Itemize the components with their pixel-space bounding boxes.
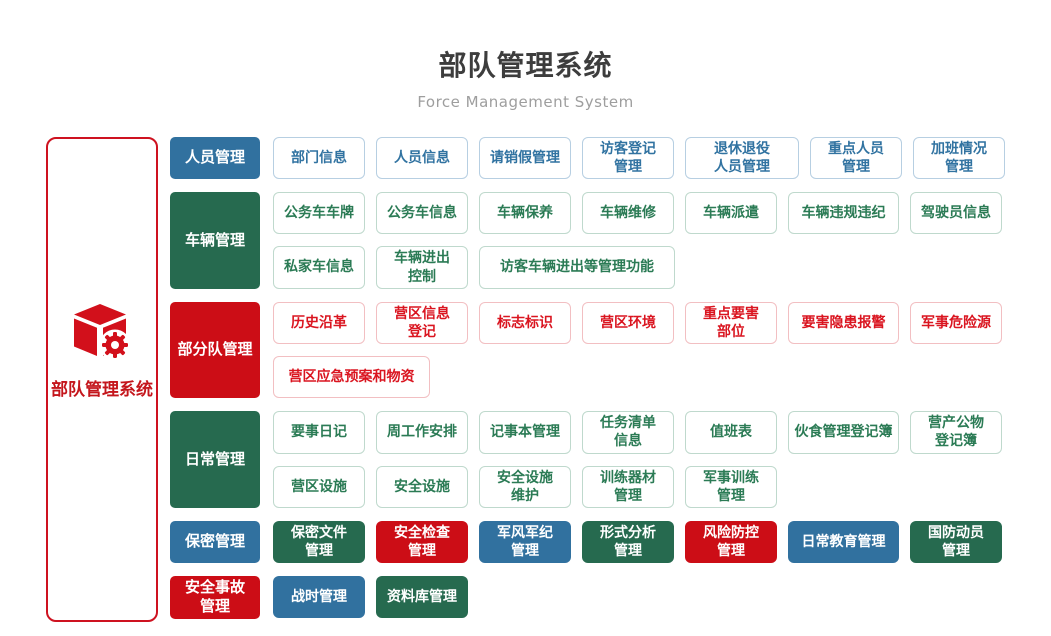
vehicle-row-1: 公务车车牌 公务车信息 车辆保养 车辆维修 车辆派遣 车辆违规违纪 驾驶员信息 (273, 192, 1051, 235)
module-item[interactable]: 国防动员 管理 (910, 520, 1002, 563)
group-daily: 日常管理 要事日记 周工作安排 记事本管理 任务清单 信息 值班表 伙食管理登记… (170, 411, 1051, 508)
module-item[interactable]: 记事本管理 (479, 411, 571, 454)
module-item[interactable]: 风险防控 管理 (685, 520, 777, 563)
module-item[interactable]: 营产公物 登记簿 (910, 411, 1002, 454)
module-item[interactable]: 公务车信息 (376, 192, 468, 235)
daily-row-1: 要事日记 周工作安排 记事本管理 任务清单 信息 值班表 伙食管理登记簿 营产公… (273, 411, 1051, 454)
module-item[interactable]: 营区应急预案和物资 (273, 356, 430, 399)
category-subunit[interactable]: 部分队管理 (170, 301, 260, 399)
module-item[interactable]: 形式分析 管理 (582, 520, 674, 563)
diagram-body: 部队管理系统 人员管理 部门信息 人员信息 请销假管理 访客登记 管理 退休退役… (0, 111, 1051, 622)
root-inner: 部队管理系统 (51, 303, 153, 400)
cube-gear-icon (69, 303, 135, 365)
module-item[interactable]: 安全检查 管理 (376, 520, 468, 563)
group-vehicle: 车辆管理 公务车车牌 公务车信息 车辆保养 车辆维修 车辆派遣 车辆违规违纪 驾… (170, 192, 1051, 289)
module-item[interactable]: 战时管理 (273, 575, 365, 618)
module-item[interactable]: 要害隐患报警 (788, 301, 899, 345)
module-item[interactable]: 访客登记 管理 (582, 137, 674, 180)
category-vehicle[interactable]: 车辆管理 (170, 192, 260, 289)
group-secrecy: 保密管理 保密文件 管理 安全检查 管理 军风军纪 管理 形式分析 管理 风险防… (170, 520, 1051, 563)
group-subunit: 部分队管理 历史沿革 营区信息 登记 标志标识 营区环境 重点要害 部位 要害隐… (170, 301, 1051, 399)
page-subtitle: Force Management System (417, 93, 634, 111)
personnel-row: 部门信息 人员信息 请销假管理 访客登记 管理 退休退役 人员管理 重点人员 管… (273, 137, 1051, 180)
page-header: 部队管理系统 Force Management System (0, 0, 1051, 111)
module-item[interactable]: 任务清单 信息 (582, 411, 674, 454)
module-item[interactable]: 退休退役 人员管理 (685, 137, 799, 180)
module-item[interactable]: 营区环境 (582, 301, 674, 345)
vehicle-row-2: 私家车信息 车辆进出 控制 访客车辆进出等管理功能 (273, 246, 1051, 289)
module-item[interactable]: 重点人员 管理 (810, 137, 902, 180)
module-item[interactable]: 历史沿革 (273, 301, 365, 345)
module-item[interactable]: 保密文件 管理 (273, 520, 365, 563)
subunit-row-2: 营区应急预案和物资 (273, 356, 1051, 399)
module-item[interactable]: 重点要害 部位 (685, 301, 777, 345)
module-item[interactable]: 驾驶员信息 (910, 192, 1002, 235)
module-item[interactable]: 伙食管理登记簿 (788, 411, 899, 454)
page-title: 部队管理系统 (438, 49, 613, 82)
module-item[interactable]: 值班表 (685, 411, 777, 454)
module-item[interactable]: 日常教育管理 (788, 520, 899, 563)
module-item[interactable]: 人员信息 (376, 137, 468, 180)
module-item[interactable]: 周工作安排 (376, 411, 468, 454)
module-item[interactable]: 车辆派遣 (685, 192, 777, 235)
module-item[interactable]: 车辆进出 控制 (376, 246, 468, 289)
subunit-row-1: 历史沿革 营区信息 登记 标志标识 营区环境 重点要害 部位 要害隐患报警 军事… (273, 301, 1051, 345)
module-item[interactable]: 资料库管理 (376, 575, 468, 618)
category-personnel[interactable]: 人员管理 (170, 137, 260, 180)
root-system-label: 部队管理系统 (51, 380, 153, 400)
module-item[interactable]: 营区设施 (273, 465, 365, 508)
module-item[interactable]: 车辆维修 (582, 192, 674, 235)
module-item[interactable]: 要事日记 (273, 411, 365, 454)
module-item[interactable]: 军事危险源 (910, 301, 1002, 345)
module-item[interactable]: 安全设施 维护 (479, 465, 571, 508)
module-item[interactable]: 请销假管理 (479, 137, 571, 180)
module-item[interactable]: 车辆违规违纪 (788, 192, 899, 235)
module-item[interactable]: 车辆保养 (479, 192, 571, 235)
group-personnel: 人员管理 部门信息 人员信息 请销假管理 访客登记 管理 退休退役 人员管理 重… (170, 137, 1051, 180)
modules-grid: 人员管理 部门信息 人员信息 请销假管理 访客登记 管理 退休退役 人员管理 重… (170, 137, 1051, 622)
module-item[interactable]: 部门信息 (273, 137, 365, 180)
root-system-box: 部队管理系统 (46, 137, 158, 622)
module-item[interactable]: 营区信息 登记 (376, 301, 468, 345)
module-item[interactable]: 训练器材 管理 (582, 465, 674, 508)
module-item[interactable]: 加班情况 管理 (913, 137, 1005, 180)
accident-row: 战时管理 资料库管理 (273, 575, 1051, 618)
secrecy-row: 保密文件 管理 安全检查 管理 军风军纪 管理 形式分析 管理 风险防控 管理 … (273, 520, 1051, 563)
category-secrecy[interactable]: 保密管理 (170, 520, 260, 563)
module-item[interactable]: 安全设施 (376, 465, 468, 508)
module-item[interactable]: 军风军纪 管理 (479, 520, 571, 563)
group-accident: 安全事故 管理 战时管理 资料库管理 (170, 575, 1051, 619)
module-item[interactable]: 军事训练 管理 (685, 465, 777, 508)
module-item[interactable]: 公务车车牌 (273, 192, 365, 235)
module-item[interactable]: 访客车辆进出等管理功能 (479, 246, 675, 289)
module-item[interactable]: 私家车信息 (273, 246, 365, 289)
module-item[interactable]: 标志标识 (479, 301, 571, 345)
category-daily[interactable]: 日常管理 (170, 411, 260, 508)
daily-row-2: 营区设施 安全设施 安全设施 维护 训练器材 管理 军事训练 管理 (273, 465, 1051, 508)
category-accident[interactable]: 安全事故 管理 (170, 575, 260, 619)
